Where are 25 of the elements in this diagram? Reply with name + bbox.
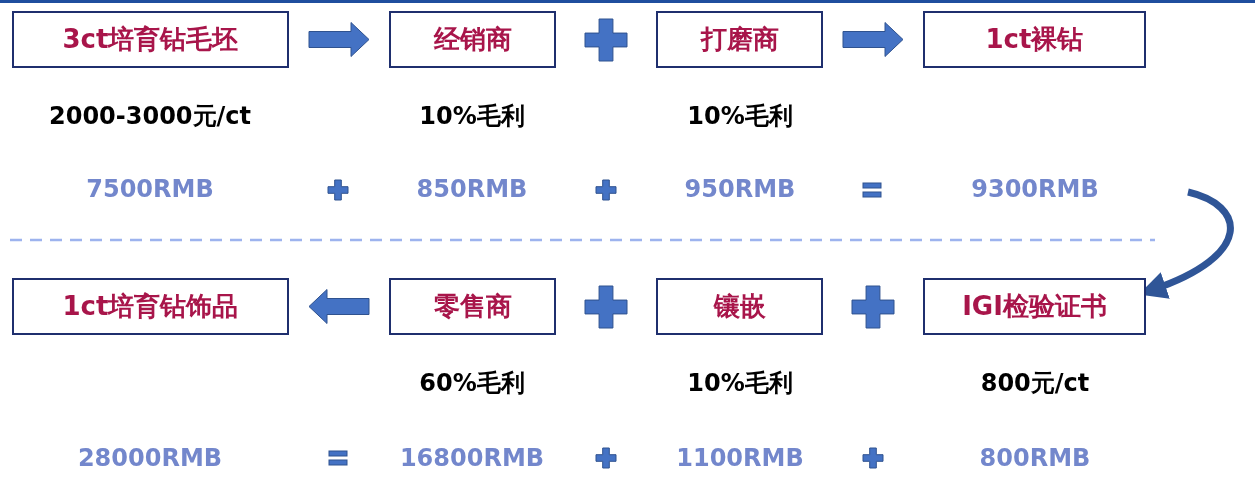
margin-label: 2000-3000元/ct bbox=[49, 101, 251, 132]
price-label: 16800RMB bbox=[399, 444, 545, 472]
price-label: 28000RMB bbox=[77, 444, 223, 472]
margin-label: 10%毛利 bbox=[419, 101, 525, 132]
price-label: 9300RMB bbox=[971, 175, 1099, 203]
price-label: 850RMB bbox=[416, 175, 528, 203]
stage-box: 打磨商 bbox=[656, 11, 823, 68]
stage-box: 1ct裸钻 bbox=[923, 11, 1146, 68]
margin-label: 800元/ct bbox=[980, 368, 1090, 399]
stage-box: 镶嵌 bbox=[656, 278, 823, 335]
price-label: 1100RMB bbox=[676, 444, 804, 472]
stage-box: 零售商 bbox=[389, 278, 556, 335]
price-label: 950RMB bbox=[684, 175, 796, 203]
stage-box: 经销商 bbox=[389, 11, 556, 68]
margin-label: 10%毛利 bbox=[687, 368, 793, 399]
arrow bbox=[308, 22, 370, 57]
stage-box: 1ct培育钻饰品 bbox=[12, 278, 289, 335]
price-label: 800RMB bbox=[979, 444, 1091, 472]
arrow bbox=[308, 289, 370, 324]
price-label: 7500RMB bbox=[86, 175, 214, 203]
arrow bbox=[842, 22, 904, 57]
stage-box: 3ct培育钻毛坯 bbox=[12, 11, 289, 68]
margin-label: 60%毛利 bbox=[419, 368, 525, 399]
stage-box: IGI检验证书 bbox=[923, 278, 1146, 335]
margin-label: 10%毛利 bbox=[687, 101, 793, 132]
